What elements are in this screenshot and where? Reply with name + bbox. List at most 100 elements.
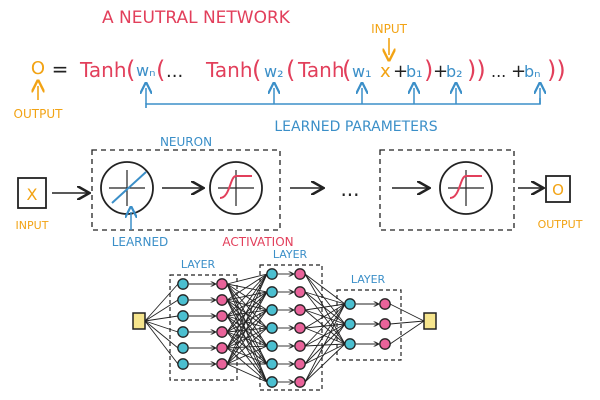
layer2-neuron-0 [266, 268, 278, 280]
dense-1-2-2-3 [226, 315, 268, 329]
dense-1-2-4-3 [226, 327, 268, 349]
learned-parameters-label: LEARNED PARAMETERS [274, 119, 437, 135]
dense-1-2-1-2 [226, 299, 268, 311]
layer2-neuron-5 [266, 358, 278, 370]
layer3-box [336, 289, 402, 361]
input-connection-3 [144, 320, 179, 333]
equation-ellipsis-right: ... [491, 62, 506, 81]
paren-middle-close: )) [467, 56, 486, 84]
weight-w1: w₁ [352, 62, 372, 81]
layer1-activation-1 [216, 294, 228, 306]
paren-w2-open: ( [286, 56, 295, 84]
input-connection-4 [144, 320, 179, 349]
linear-function-line [111, 171, 147, 204]
input-connection-0 [144, 283, 179, 322]
dense-1-2-0-1 [226, 283, 268, 293]
paren-wn-open: ( [156, 56, 165, 84]
last-activation-circle [439, 161, 493, 215]
dense-2-3-2-1 [304, 309, 346, 325]
dense-2-3-4-2 [304, 343, 346, 347]
neuron-box [91, 149, 281, 231]
activation-label: ACTIVATION [222, 235, 293, 249]
layer1-activation-2 [216, 310, 228, 322]
layer3-activation-1 [379, 318, 391, 330]
dense-2-3-4-1 [304, 323, 346, 347]
dense-2-3-1-0 [304, 291, 346, 305]
dense-2-3-5-1 [304, 323, 346, 365]
last-tanh-curve [449, 174, 482, 199]
layer3-neuron-2 [344, 338, 356, 350]
dense-1-2-1-6 [226, 299, 268, 383]
output-connection-0 [389, 303, 425, 322]
input-connection-2 [144, 315, 179, 322]
dense-1-2-3-0 [226, 273, 268, 333]
dense-2-3-3-1 [304, 323, 346, 329]
layer2-activation-3 [294, 322, 306, 334]
paren-middle-open: ( [252, 56, 261, 84]
equation: O = Tanh ( wₙ ( ... Tanh ( w₂ ( Tanh ( w… [14, 22, 566, 135]
layer3-label: LAYER [351, 273, 386, 286]
tanh-curve [219, 174, 252, 199]
output-connection-2 [389, 320, 425, 345]
network-graph: LAYER LAYER LAYER [132, 248, 437, 391]
page-title: A NEUTRAL NETWORK [102, 8, 291, 28]
layer3-activation-0 [379, 298, 391, 310]
input-connection-5 [144, 320, 179, 365]
dense-2-3-2-0 [304, 303, 346, 311]
layer1-activation-5 [216, 358, 228, 370]
paren-inner-close: ) [424, 56, 433, 84]
layer1-activation-0 [216, 278, 228, 290]
dense-2-3-0-2 [304, 273, 346, 345]
network-output-square [423, 312, 437, 330]
layer2-activation-1 [294, 286, 306, 298]
equation-output-symbol: O [31, 58, 45, 79]
layer1-activation-3 [216, 326, 228, 338]
pipeline-input-symbol: X [27, 185, 38, 204]
dense-1-2-4-6 [226, 347, 268, 383]
layer3-neuron-0 [344, 298, 356, 310]
learned-label: LEARNED [112, 235, 169, 249]
activation-circle [209, 161, 263, 215]
weight-w2: w₂ [264, 62, 284, 81]
input-x: x [380, 61, 391, 82]
layer1-neuron-3 [177, 326, 189, 338]
plus-1: + [393, 61, 408, 82]
layer2-activation-5 [294, 358, 306, 370]
paren-outer-close: )) [547, 56, 566, 84]
layer1-neuron-5 [177, 358, 189, 370]
bias-b1: b₁ [406, 62, 423, 81]
dense-2-3-0-0 [304, 273, 346, 305]
layer2-activation-4 [294, 340, 306, 352]
equation-output-label: OUTPUT [14, 107, 64, 121]
bias-bn: bₙ [524, 62, 541, 81]
dense-1-2-0-2 [226, 283, 268, 311]
dense-1-2-3-6 [226, 331, 268, 383]
pipeline-ellipsis: ... [340, 177, 359, 201]
equation-ellipsis-left: ... [166, 61, 183, 82]
layer1-activation-4 [216, 342, 228, 354]
dense-2-3-6-2 [304, 343, 346, 383]
pipeline: X INPUT NEURON LEARNED ACTIVATION ... [16, 135, 583, 249]
paren-inner-open: ( [342, 56, 351, 84]
layer3-neuron-1 [344, 318, 356, 330]
layer1-neuron-2 [177, 310, 189, 322]
layer2-neuron-2 [266, 304, 278, 316]
pipeline-output-label: OUTPUT [538, 218, 583, 231]
network-input-square [132, 312, 146, 330]
pipeline-output-box [545, 175, 571, 203]
dense-1-2-2-2 [226, 309, 268, 317]
layer1-neuron-1 [177, 294, 189, 306]
layer2-activation-0 [294, 268, 306, 280]
tanh-middle: Tanh [205, 58, 253, 82]
dense-1-2-3-1 [226, 291, 268, 333]
plus-2: + [433, 61, 448, 82]
layer2-neuron-6 [266, 376, 278, 388]
equation-equals: = [52, 57, 69, 81]
dense-2-3-6-1 [304, 323, 346, 383]
tanh-outer: Tanh [79, 58, 127, 82]
layer3-activation-2 [379, 338, 391, 350]
layer1-label: LAYER [181, 258, 216, 271]
dense-1-2-4-4 [226, 345, 268, 349]
layer2-neuron-1 [266, 286, 278, 298]
